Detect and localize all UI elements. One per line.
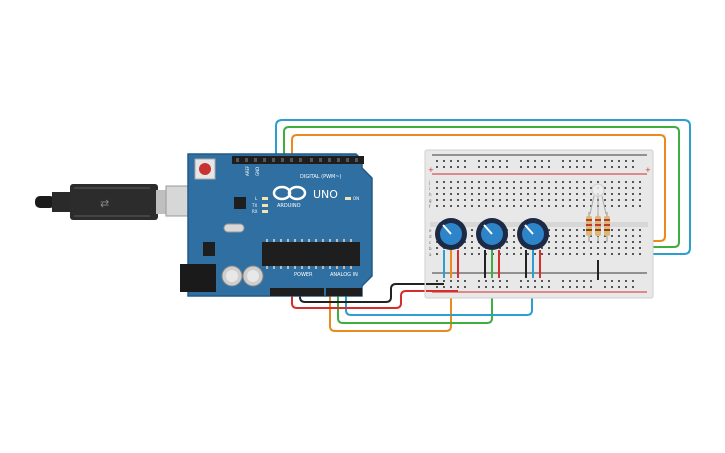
led-on-indicator — [345, 197, 351, 200]
led-rx-indicator — [262, 210, 268, 213]
row-letter: e — [429, 228, 432, 233]
potentiometer-3[interactable] — [517, 218, 549, 278]
wire-blue-digital[interactable] — [275, 119, 691, 255]
row-letter: a — [429, 252, 432, 257]
arduino-logo: ARDUINO — [272, 185, 307, 209]
row-letter: b — [429, 246, 432, 251]
chip-pins — [266, 239, 352, 269]
wire-green-digital[interactable] — [283, 126, 680, 248]
usb-chip — [234, 197, 246, 209]
digital-header-holes — [236, 158, 358, 162]
row-letter: i — [429, 186, 430, 191]
wire-black-gnd[interactable] — [299, 282, 432, 303]
gnd-label: GND — [255, 167, 260, 176]
digital-label: DIGITAL (PWM~) — [300, 174, 342, 180]
analog-label: ANALOG IN — [330, 272, 358, 278]
potentiometer-2[interactable] — [476, 218, 508, 278]
rx-label: RX — [252, 209, 258, 214]
rail-jumpers — [426, 260, 599, 292]
model-label: UNO — [313, 188, 338, 201]
arduino-uno-board[interactable]: DIGITAL (PWM~) AREF GND ARDUINO UNO L TX… — [180, 153, 373, 297]
analog-header — [326, 288, 362, 296]
row-letter: j — [428, 180, 430, 185]
wire-orange-analog[interactable] — [329, 262, 452, 332]
atmega-chip — [262, 242, 360, 266]
row-letter: g — [429, 198, 432, 203]
wire-green-analog[interactable] — [337, 262, 493, 324]
row-letter: c — [429, 240, 431, 245]
wire-red-5v[interactable] — [291, 282, 432, 309]
row-letter: d — [429, 234, 432, 239]
plus-sign-top: + — [428, 166, 434, 174]
svg-text:⇄: ⇄ — [100, 197, 109, 210]
row-letter: f — [429, 204, 431, 209]
led-tx-indicator — [262, 204, 268, 207]
plus-sign-top-right: + — [645, 166, 651, 174]
row-letter: h — [429, 192, 432, 197]
reset-button[interactable] — [194, 158, 216, 180]
resistor[interactable] — [586, 212, 592, 242]
wire-blue-analog[interactable] — [345, 262, 533, 316]
wire-orange-digital[interactable] — [291, 134, 666, 242]
power-label: POWER — [294, 272, 313, 278]
aref-label: AREF — [245, 165, 250, 176]
on-label: ON — [353, 196, 359, 201]
led-l-indicator — [262, 197, 268, 200]
resistor[interactable] — [595, 212, 601, 242]
potentiometers — [435, 218, 549, 278]
digital-header — [232, 156, 364, 164]
svg-text:ARDUINO: ARDUINO — [277, 203, 301, 209]
usb-cable[interactable]: ⇄ — [35, 184, 215, 220]
resistors — [586, 212, 610, 242]
crystal — [223, 223, 245, 233]
l-label: L — [255, 196, 258, 201]
power-jack[interactable] — [180, 264, 216, 292]
wires — [275, 119, 691, 332]
rgb-led[interactable] — [589, 183, 607, 215]
power-header — [270, 288, 324, 296]
capacitors — [221, 265, 264, 287]
tx-label: TX — [251, 203, 257, 208]
potentiometer-1[interactable] — [435, 218, 467, 278]
voltage-regulator — [203, 242, 215, 256]
resistor[interactable] — [604, 212, 610, 242]
